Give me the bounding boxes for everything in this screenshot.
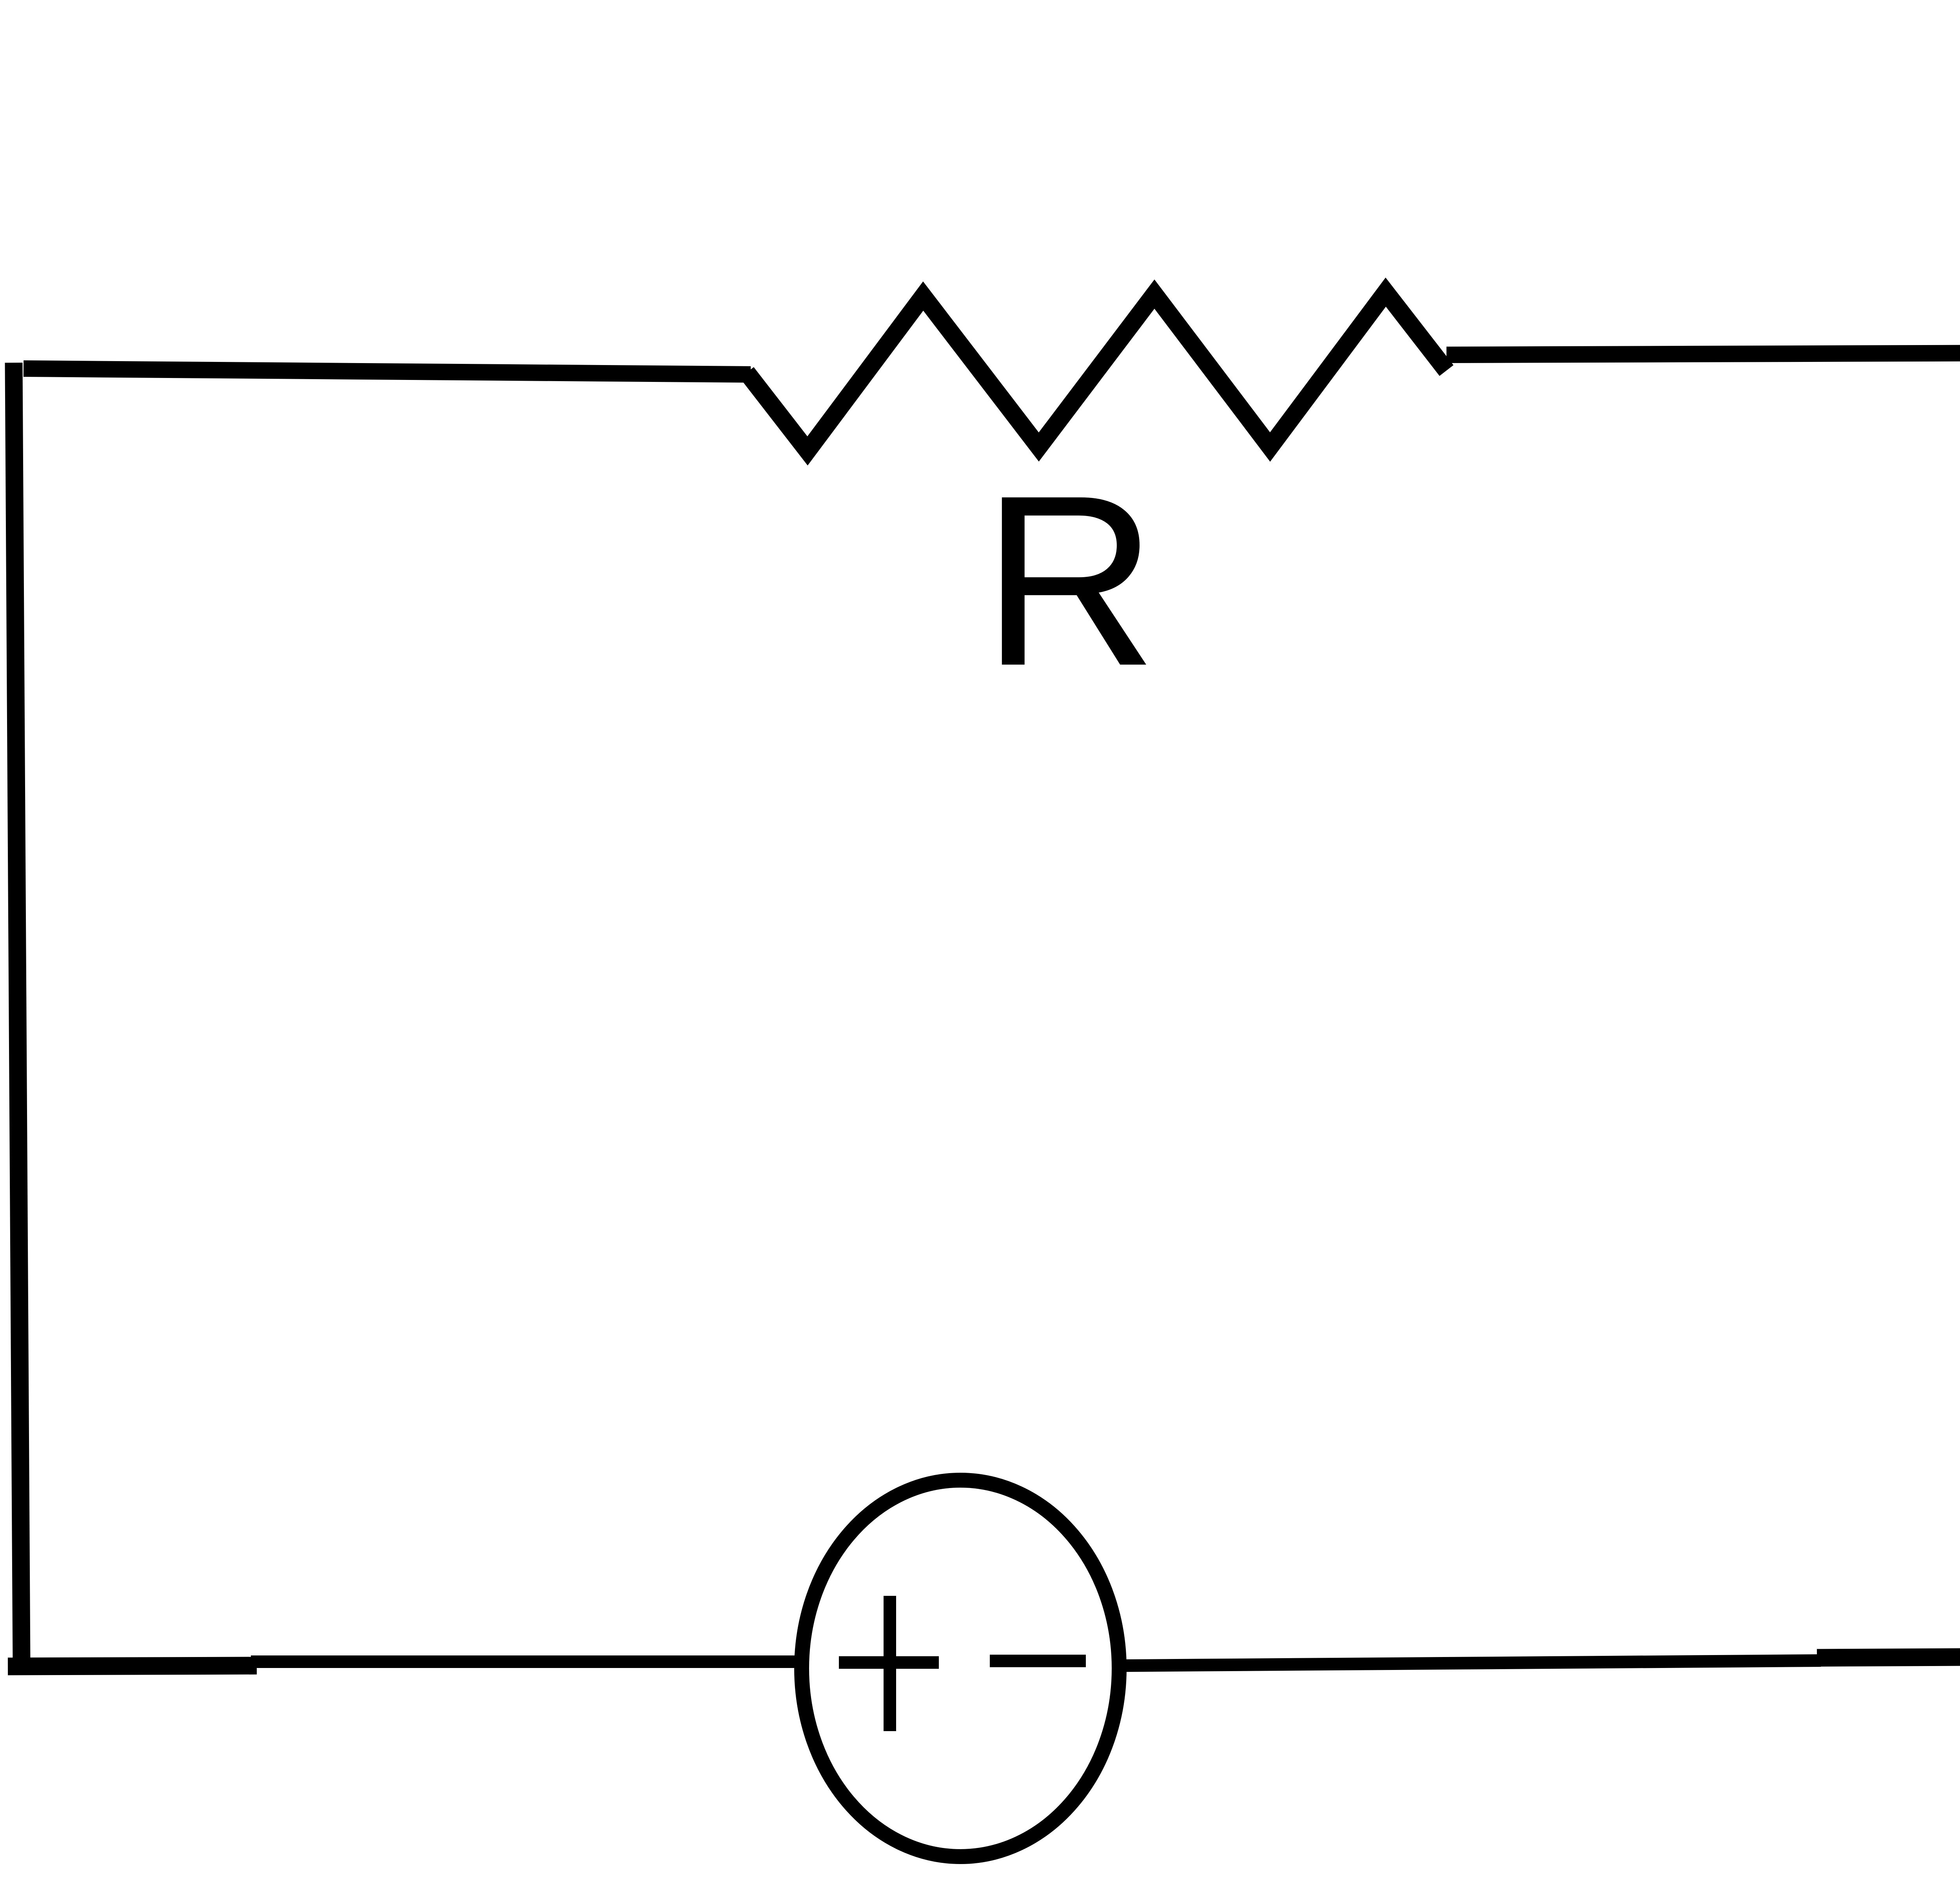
circuit-wires xyxy=(5,345,1960,1675)
voltage-source-circle xyxy=(794,1473,1127,1864)
resistor: R xyxy=(740,277,1454,716)
resistor-label: R xyxy=(982,445,1158,716)
wire-top-right xyxy=(1446,345,1960,363)
voltage-source xyxy=(794,1473,1127,1864)
wire-bottom-right-thick xyxy=(1817,1648,1960,1667)
plus-sign-icon xyxy=(839,1596,939,1731)
resistor-zigzag xyxy=(740,277,1454,466)
wire-left xyxy=(5,362,31,1666)
wire-bottom-right xyxy=(1123,1654,1821,1672)
wire-top-left xyxy=(23,360,751,383)
